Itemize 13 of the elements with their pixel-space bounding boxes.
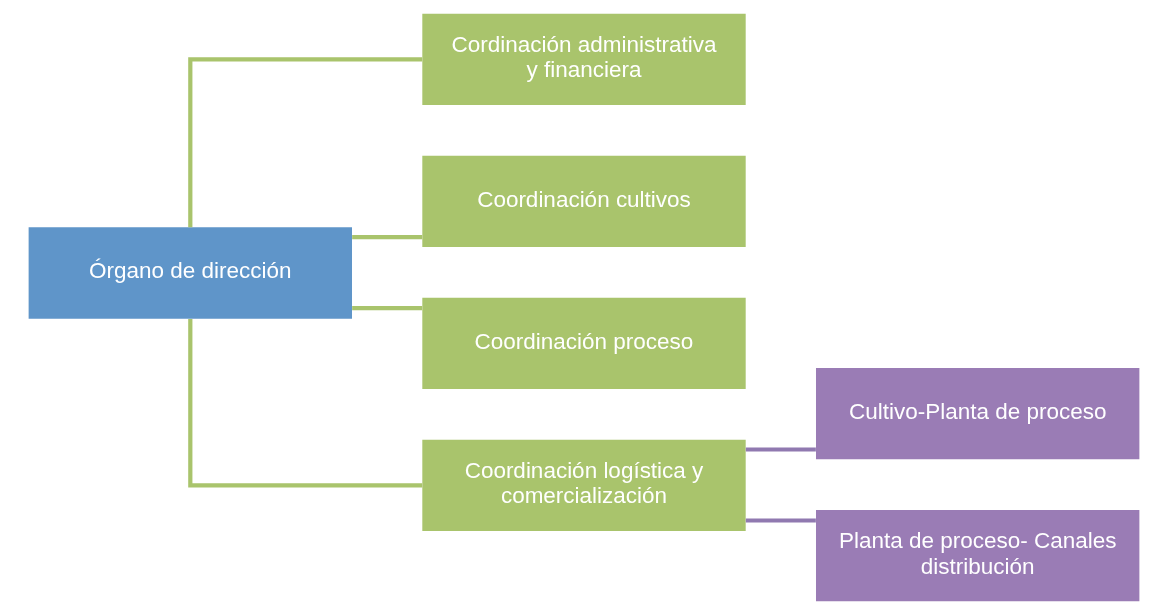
node-box: Planta de proceso- Canales distribución [816,509,1140,602]
node-box: Órgano de dirección [28,227,352,319]
connector [745,518,816,523]
connector [352,306,423,311]
node-box: Coordinación proceso [422,297,746,390]
connector [188,319,423,488]
node-box: Cordinación administrativa y financiera [422,13,746,106]
connector [188,57,423,228]
node-box: Coordinación cultivos [422,155,746,248]
node-box: Cultivo-Planta de proceso [816,367,1140,460]
connector [745,447,816,452]
node-box: Coordinación logística y comercialización [422,439,746,532]
connector [352,235,423,240]
